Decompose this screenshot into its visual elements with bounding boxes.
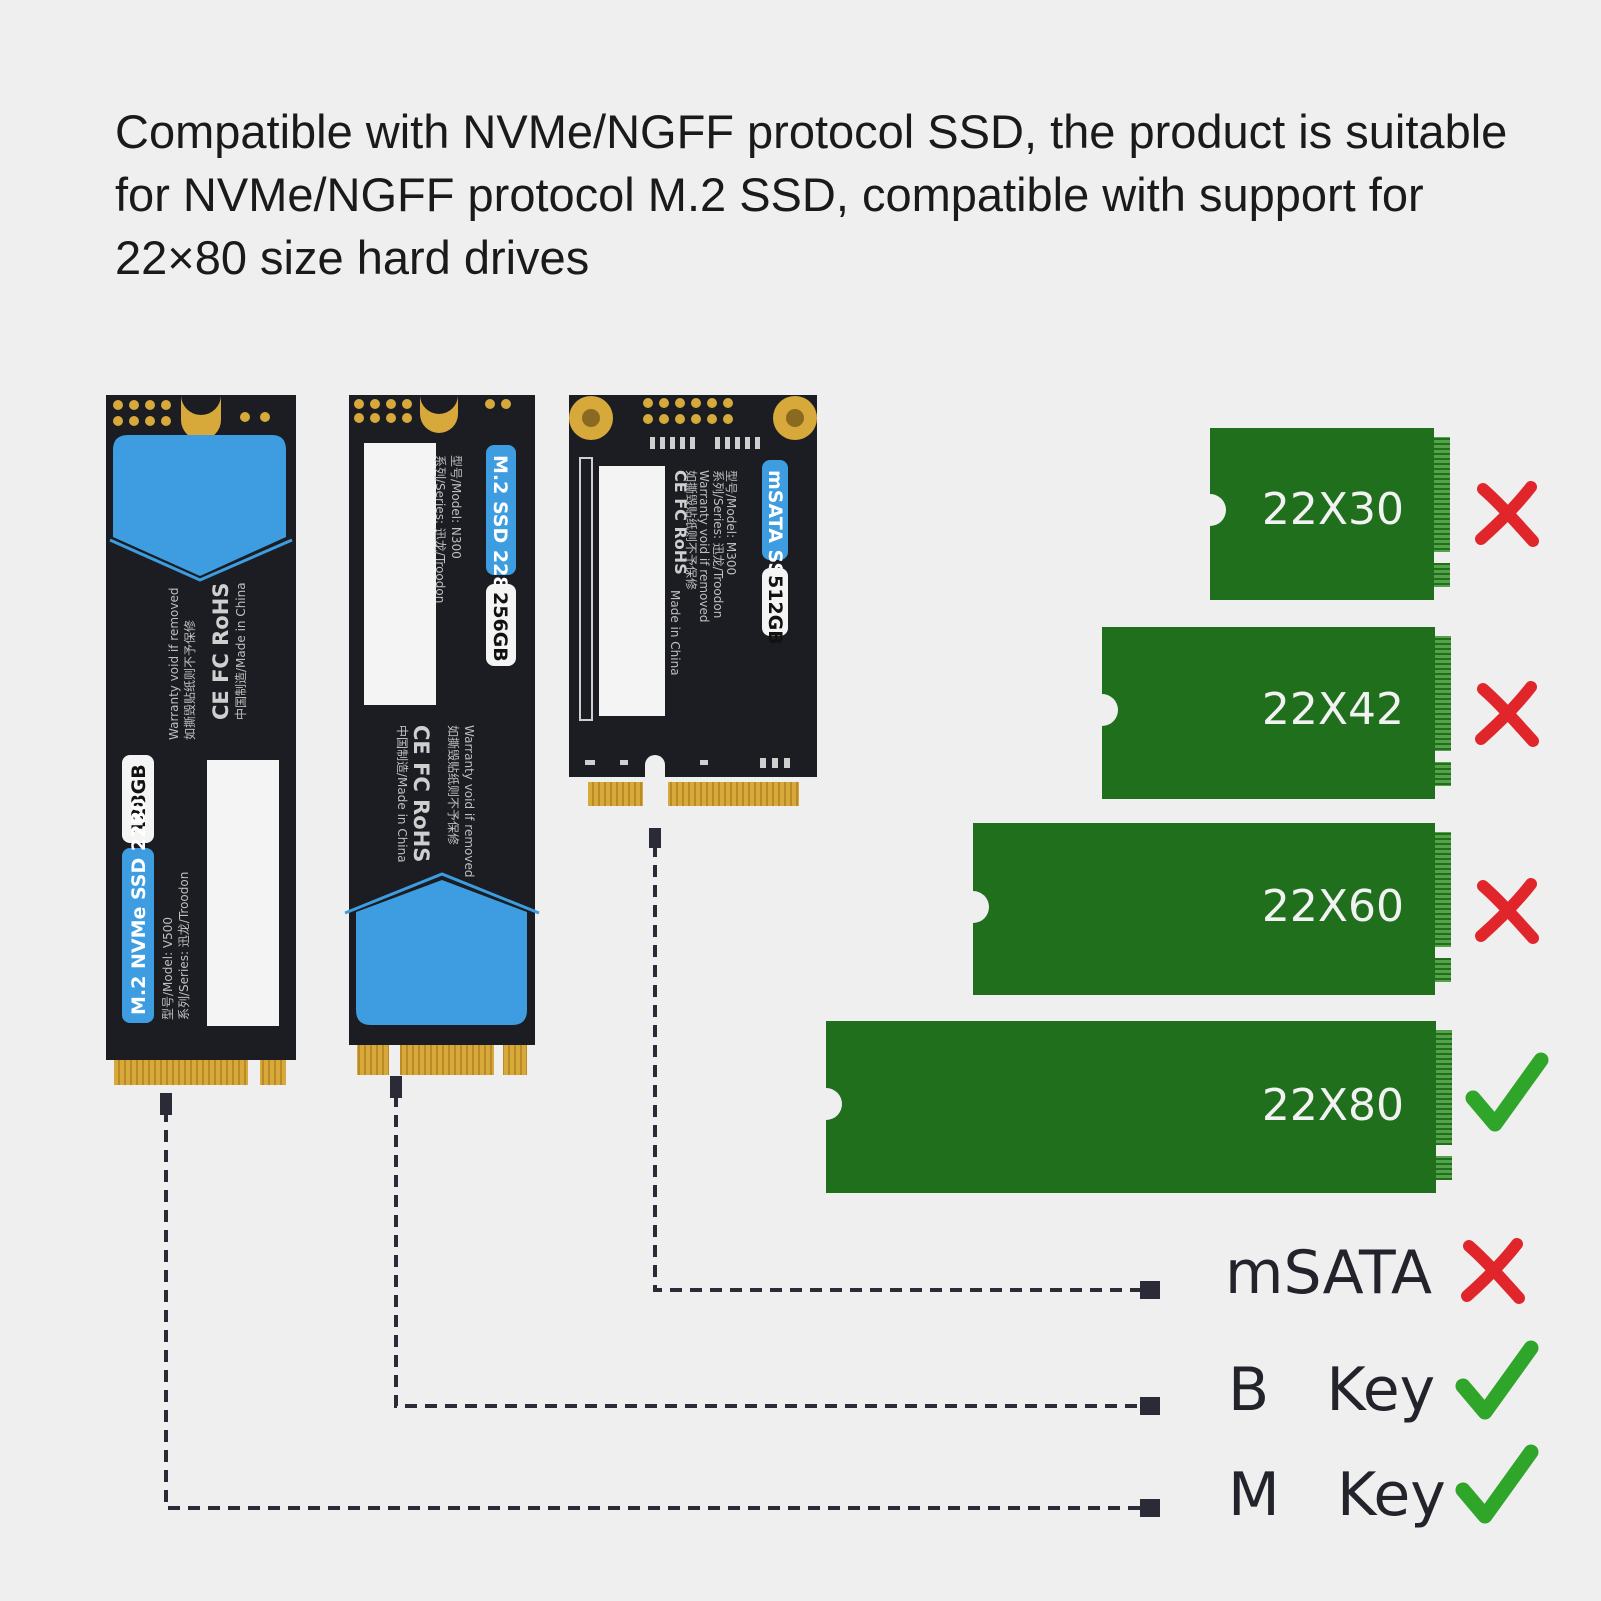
- card1-capacity: 128GB: [128, 764, 150, 834]
- interface-label-m-key: M Key: [1228, 1460, 1446, 1530]
- cross-icon-22x42: [1481, 687, 1533, 741]
- connector-end-b-key: [1140, 1397, 1160, 1415]
- ssd-card-m2-sata: M.2 SSD 2280 256GB 型号/Model: N300 系列/Ser…: [344, 395, 540, 1075]
- card3-made-in: Made in China: [668, 590, 682, 676]
- card2-cert-icons: CE FC RoHS: [409, 725, 433, 862]
- card3-model-label: mSATA SSD: [764, 470, 786, 592]
- size-board-22x42: 22X42: [1086, 627, 1451, 799]
- size-board-22x30: 22X30: [1194, 428, 1450, 600]
- size-label-22x60: 22X60: [1262, 881, 1404, 932]
- card1-model-line: 型号/Model: V500: [161, 917, 175, 1020]
- interface-label-b-key: B Key: [1228, 1355, 1435, 1425]
- card2-white-label: [364, 443, 436, 705]
- ssd-card-msata: mSATA SSD 512GB 型号/Model: M300 系列/Series…: [569, 395, 817, 806]
- card1-made-in: 中国制造/Made in China: [233, 582, 248, 720]
- connector-m-key: [164, 1110, 1145, 1510]
- check-icon-22x80: [1473, 1060, 1541, 1124]
- size-label-22x30: 22X30: [1262, 484, 1404, 535]
- card3-capacity: 512GB: [764, 575, 786, 645]
- card2-made-in: 中国制造/Made in China: [395, 725, 410, 863]
- card1-warranty-line2: 如撕毁贴纸则不予保修: [182, 620, 197, 740]
- connector-end-msata: [1140, 1281, 1160, 1299]
- card1-cert-icons: CE FC RoHS: [209, 583, 233, 720]
- card2-capacity: 256GB: [489, 592, 511, 662]
- card3-cert-icons: CE FC RoHS: [671, 470, 690, 575]
- card2-model-label: M.2 SSD 2280: [489, 455, 511, 603]
- card1-white-label: [207, 760, 279, 1026]
- card3-warranty-line2: 如撕毁贴纸则不予保修: [684, 470, 699, 590]
- check-icon-m-key: [1463, 1452, 1531, 1516]
- card3-white-label: [599, 466, 665, 716]
- connector-b-key: [394, 1095, 1145, 1408]
- size-label-22x42: 22X42: [1262, 684, 1404, 735]
- card2-series-line: 系列/Series: 迅龙/Troodon: [433, 455, 447, 603]
- connector-start-b-key: [390, 1076, 402, 1098]
- card1-warranty-line1: Warranty void if removed: [167, 588, 181, 740]
- connector-start-msata: [649, 828, 661, 848]
- cross-icon-22x30: [1481, 487, 1533, 541]
- card2-model-line: 型号/Model: N300: [449, 455, 463, 559]
- cross-icon-22x60: [1481, 884, 1533, 938]
- card3-warranty-line1: Warranty void if removed: [697, 470, 711, 622]
- interface-label-msata: mSATA: [1225, 1238, 1432, 1308]
- card1-model-label: M.2 NVMe SSD 2280: [128, 798, 150, 1015]
- card2-warranty-line2: 如撕毁贴纸则不予保修: [446, 725, 461, 845]
- cross-icon-msata: [1467, 1244, 1519, 1298]
- ssd-card-m2-nvme: Warranty void if removed 如撕毁贴纸则不予保修 CE F…: [106, 395, 296, 1085]
- card1-series-line: 系列/Series: 迅龙/Troodon: [177, 872, 191, 1020]
- size-board-22x80: 22X80: [810, 1021, 1452, 1193]
- card3-series-line: 系列/Series: 迅龙/Troodon: [711, 470, 725, 618]
- size-label-22x80: 22X80: [1262, 1080, 1404, 1131]
- connector-end-m-key: [1140, 1499, 1160, 1517]
- connector-msata: [653, 845, 1145, 1292]
- card2-warranty-line1: Warranty void if removed: [462, 725, 476, 877]
- connector-lines: [164, 845, 1145, 1510]
- size-board-22x60: 22X60: [957, 823, 1451, 995]
- connector-start-m-key: [160, 1093, 172, 1115]
- check-icon-b-key: [1463, 1348, 1531, 1412]
- card3-model-line: 型号/Model: M300: [724, 470, 738, 575]
- description-text: Compatible with NVMe/NGFF protocol SSD, …: [115, 105, 1508, 284]
